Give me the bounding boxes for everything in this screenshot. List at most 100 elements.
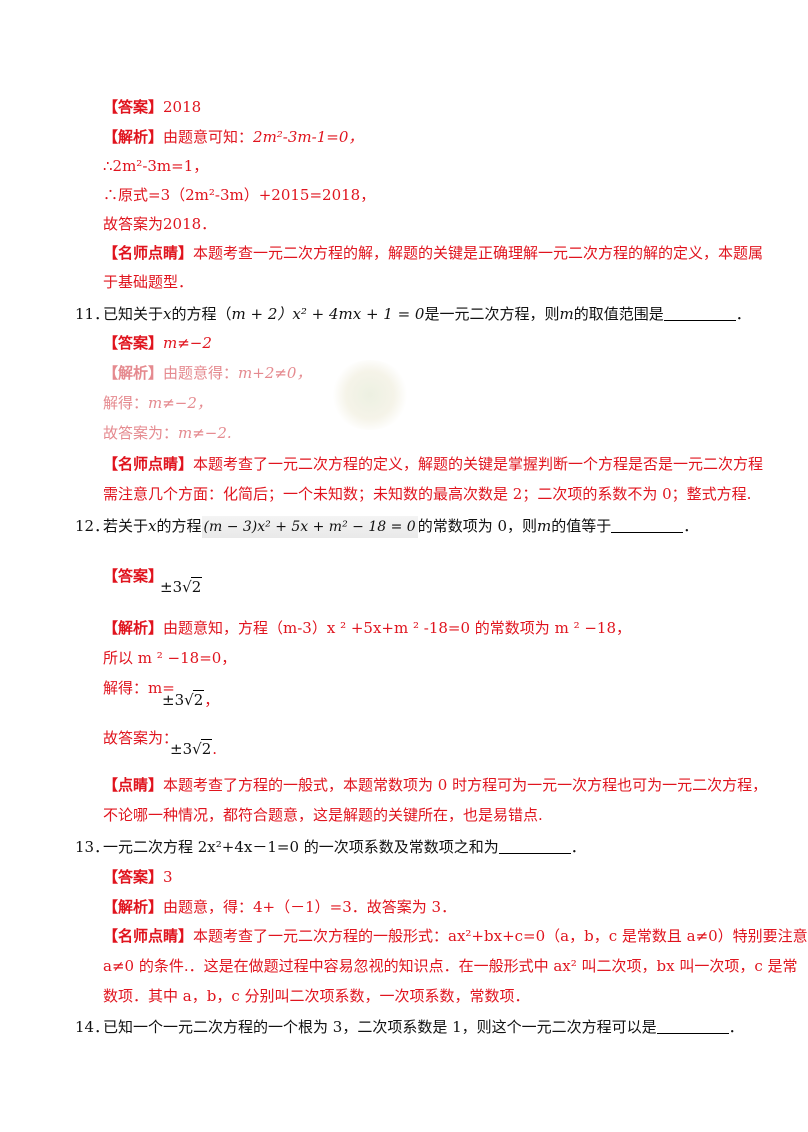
conclude-end: . [212,740,218,758]
stem-end: ． [728,1018,744,1036]
stem-formula: m + 2）x² + 4mx + 1 = 0 [231,305,425,323]
q13-tip: 【名师点睛】本题考查了一元二次方程的一般形式：ax²+bx+c=0（a，b，c … [103,925,808,947]
q11-tip: 【名师点睛】本题考查了一元二次方程的定义，解题的关键是掌握判断一个方程是否是一元… [103,453,763,475]
analysis-label: 【解析】 [103,364,164,382]
stem-text: 若关于 [103,517,149,535]
q11-solve: 解得：m≠−2， [103,392,212,414]
answer-blank [498,839,571,854]
answer-label: 【答案】 [103,98,164,116]
q10-step-2: ∴2m²-3m=1， [103,157,209,175]
radicand: 2 [190,577,203,596]
question-number: 11． [75,305,110,323]
solve-end: ， [204,691,220,709]
stem-text: 已知关于 [103,305,164,323]
tip-label: 【名师点睛】 [103,455,194,473]
stem-end: ． [570,838,586,856]
analysis-label: 【解析】 [103,128,164,146]
q12-solve: 解得：m= [103,677,175,699]
tip-label: 【名师点睛】 [103,927,194,945]
q13-analysis: 【解析】由题意，得：4+（－1）=3．故答案为 3． [103,896,456,918]
q14-stem: 14．已知一个一元二次方程的一个根为 3，二次项系数是 1，则这个一元二次方程可… [75,1016,744,1038]
q11-tip-cont: 需注意几个方面：化简后；一个未知数；未知数的最高次数是 2；二次项的系数不为 0… [103,485,752,503]
plus-minus-coefficient: ±3 [162,691,185,709]
answer-label: 【答案】 [103,334,164,352]
analysis-formula: m+2≠0， [238,364,312,382]
analysis-text: 由题意知，方程（m-3）x ² +5x+m ² -18=0 的常数项为 m ² … [163,619,632,637]
q13-tip-cont-2: 数项．其中 a，b，c 分别叫二次项系数，一次项系数，常数项． [103,987,530,1005]
stem-var: x [148,517,157,535]
analysis-label: 【解析】 [103,619,164,637]
tip-label: 【点睛】 [103,776,164,794]
analysis-text: 由题意得： [163,364,239,382]
tip-text: 本题考查了一元二次方程的一般形式：ax²+bx+c=0（a，b，c 是常数且 a… [193,927,808,945]
solve-label: 解得： [103,394,149,412]
q11-answer: 【答案】m≠−2 [103,332,212,354]
conclude-label: 故答案为： [103,424,179,442]
question-number: 12． [75,517,110,535]
q10-tip: 【名师点睛】本题考查一元二次方程的解，解题的关键是正确理解一元二次方程的解的定义… [103,242,763,264]
conclude-value: m≠−2. [178,424,232,442]
analysis-text: 由题意可知： [163,128,254,146]
q13-stem: 13．一元二次方程 2x²+4x－1=0 的一次项系数及常数项之和为． [75,836,586,858]
q10-analysis: 【解析】由题意可知：2m²-3m-1=0， [103,126,363,148]
radicand: 2 [192,690,205,709]
tip-label: 【名师点睛】 [103,244,194,262]
q12-conclude-value: ±3√2. [170,738,217,760]
analysis-label: 【解析】 [103,898,164,916]
analysis-formula: 2m²-3m-1=0， [253,128,364,146]
stem-end: ． [683,517,699,535]
q12-tip-cont: 不论哪一种情况，都符合题意，这是解题的关键所在，也是易错点. [103,806,543,824]
answer-value: 2018 [163,98,202,116]
answer-value: 3 [163,868,173,886]
radicand: 2 [200,739,213,758]
q10-tip-cont: 于基础题型． [103,273,194,291]
q10-answer: 【答案】2018 [103,96,201,118]
answer-blank [611,518,684,533]
analysis-text: 由题意，得：4+（－1）=3．故答案为 3． [163,898,457,916]
solve-label: 解得：m= [103,679,175,697]
q12-analysis: 【解析】由题意知，方程（m-3）x ² +5x+m ² -18=0 的常数项为 … [103,617,631,639]
stem-text: 的常数项为 0，则 [417,517,537,535]
solve-value: m≠−2， [148,394,212,412]
stem-var: m [537,517,552,535]
q10-step-3: ∴原式=3（2m²-3m）+2015=2018， [103,186,376,204]
answer-blank [656,1019,729,1034]
q12-step-2: 所以 m ² −18=0， [103,649,237,667]
answer-value: m≠−2 [163,334,212,352]
answer-label: 【答案】 [103,567,164,585]
answer-label: 【答案】 [103,868,164,886]
q12-solve-value: ±3√2， [162,689,219,711]
stem-text: 是一元二次方程，则 [424,305,560,323]
tip-text: 本题考查一元二次方程的解，解题的关键是正确理解一元二次方程的解的定义，本题属 [193,244,764,262]
stem-var: m [559,305,574,323]
q12-answer-label: 【答案】 [103,565,163,587]
sqrt-expression: √2 [192,739,213,758]
q12-tip: 【点睛】本题考查了方程的一般式，本题常数项为 0 时方程可为一元一次方程也可为一… [103,774,767,796]
stem-text: 的方程 [156,517,202,535]
q13-answer: 【答案】3 [103,866,173,888]
watermark-stamp [330,360,410,430]
stem-end: ． [735,305,751,323]
conclude-label: 故答案为： [103,729,179,747]
q12-conclude: 故答案为： [103,727,178,749]
sqrt-expression: √2 [184,690,205,709]
plus-minus-coefficient: ±3 [170,740,193,758]
q11-conclude: 故答案为：m≠−2. [103,422,232,444]
q11-analysis: 【解析】由题意得：m+2≠0， [103,362,311,384]
stem-text: 已知一个一元二次方程的一个根为 3，二次项系数是 1，则这个一元二次方程可以是 [103,1018,657,1036]
tip-text: 本题考查了方程的一般式，本题常数项为 0 时方程可为一元一次方程也可为一元二次方… [163,776,768,794]
q11-stem: 11．已知关于x的方程（m + 2）x² + 4mx + 1 = 0是一元二次方… [75,303,751,325]
question-number: 14． [75,1018,110,1036]
stem-text: 的值等于 [551,517,612,535]
sqrt-expression: √2 [182,577,203,596]
equation-image: (m − 3)x² + 5x + m² − 18 = 0 [201,516,418,538]
q10-step-4: 故答案为2018． [103,215,217,233]
stem-var: x [163,305,172,323]
tip-text: 本题考查了一元二次方程的定义，解题的关键是掌握判断一个方程是否是一元二次方程 [193,455,764,473]
stem-text: 的取值范围是 [573,305,664,323]
q12-answer-value: ±3√2 [160,576,203,598]
answer-blank [663,306,736,321]
stem-text: 的方程（ [171,305,232,323]
